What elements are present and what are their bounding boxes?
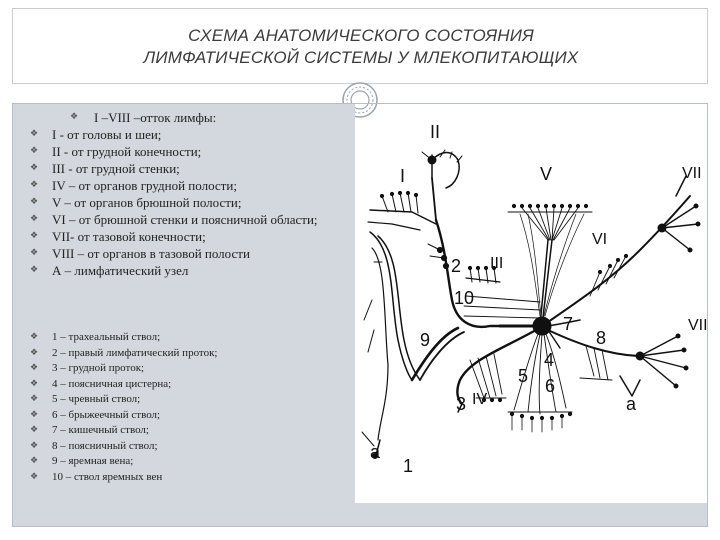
bullet-icon: ❖ [30,265,39,275]
label-6: 6 [545,376,555,396]
bullet-icon: ❖ [30,197,39,207]
bullet-icon: ❖ [30,231,39,241]
lumbar-trunk-8 [547,329,689,397]
list-item: ❖1 – трахеальный ствол; [30,330,350,346]
list-item: ❖6 – брыжеечный ствол; [30,408,350,424]
list-item: ❖7 – кишечный ствол; [30,423,350,439]
bullet-icon: ❖ [30,129,39,139]
title-line-2: ЛИМФАТИЧЕСКОЙ СИСТЕМЫ У МЛЕКОПИТАЮЩИХ [143,48,579,67]
label-7: 7 [563,314,573,334]
bullet-icon: ❖ [30,363,39,373]
central-trunk [456,203,593,433]
bullet-icon: ❖ [30,456,39,466]
label-5: 5 [518,366,528,386]
outflow-group-iv [469,353,507,403]
label-viii: VIII [688,317,708,334]
label-iv: IV [472,391,487,408]
bullet-icon: ❖ [30,347,39,358]
bullet-icon: ❖ [30,180,39,190]
list-item: ❖8 – поясничный ствол; [30,439,350,455]
label-a-right: a [626,394,637,414]
label-8: 8 [596,328,606,348]
legend-panel [12,103,355,503]
bullet-icon: ❖ [30,332,39,342]
bullet-icon: ❖ [30,394,39,404]
outflow-group-iii [463,265,541,319]
node-cluster-2 [427,243,450,270]
outflow-group-i [367,190,437,231]
list-item: ❖10 – ствол яремных вен [30,470,350,486]
outflow-legend: ❖I –VIII –отток лимфы: ❖I - от головы и … [30,109,350,279]
label-2: 2 [451,256,461,276]
list-item: ❖III - от грудной стенки; [30,161,180,176]
bullet-icon: ❖ [30,146,39,156]
page-title: СХЕМА АНАТОМИЧЕСКОГО СОСТОЯНИЯ ЛИМФАТИЧЕ… [13,25,709,69]
bullet-icon: ❖ [30,409,39,420]
bullet-icon: ❖ [30,425,39,435]
title-box: СХЕМА АНАТОМИЧЕСКОГО СОСТОЯНИЯ ЛИМФАТИЧЕ… [12,8,708,84]
list-item: ❖VII- от тазовой конечности; [30,229,206,244]
label-v: V [540,164,552,184]
label-a-left: a [370,442,381,462]
bullet-icon: ❖ [30,471,39,482]
outflow-group-ii [421,149,463,221]
bullet-icon: ❖ [30,214,39,224]
bottom-strip [12,503,708,527]
bullet-icon: ❖ [70,112,79,122]
label-vi: VI [592,231,607,248]
outflow-group-vi [547,175,701,323]
list-item: ❖V – от органов брюшной полости; [30,195,242,210]
label-vii: VII [682,165,702,182]
list-item: ❖I - от головы и шеи; [30,127,162,142]
list-item: ❖4 – поясничная цистерна; [30,377,350,393]
bullet-icon: ❖ [30,163,39,173]
list-item: ❖А – лимфатический узел [30,263,189,278]
bullet-icon: ❖ [30,440,39,451]
lymphatic-system-diagram: II I V VII VI III IV VIII 1 2 3 5 6 4 7 … [361,122,708,476]
list-item: ❖3 – грудной проток; [30,361,350,377]
jugular-vein-9 [361,231,421,459]
label-1: 1 [403,456,413,476]
label-10: 10 [454,288,474,308]
list-item: ❖5 – чревный ствол; [30,392,350,408]
trunks-legend: ❖1 – трахеальный ствол; ❖2 – правый лимф… [30,330,350,485]
label-ii: II [430,122,440,142]
title-line-1: СХЕМА АНАТОМИЧЕСКОГО СОСТОЯНИЯ [188,26,534,45]
list-item: ❖VI – от брюшной стенки и поясничной обл… [30,212,318,227]
label-iii: III [490,255,503,272]
label-9: 9 [420,330,430,350]
outflow-legend-heading: ❖I –VIII –отток лимфы: [70,110,217,125]
bullet-icon: ❖ [30,248,39,258]
list-item: ❖IV – от органов грудной полости; [30,178,237,193]
label-i: I [400,166,405,186]
list-item: ❖II - от грудной конечности; [30,144,202,159]
list-item: ❖9 – яремная вена; [30,454,350,470]
list-item: ❖VIII – от органов в тазовой полости [30,246,250,261]
label-4: 4 [544,350,554,370]
list-item: ❖2 – правый лимфатический проток; [30,346,350,362]
label-3: 3 [456,394,466,414]
bullet-icon: ❖ [30,378,39,389]
